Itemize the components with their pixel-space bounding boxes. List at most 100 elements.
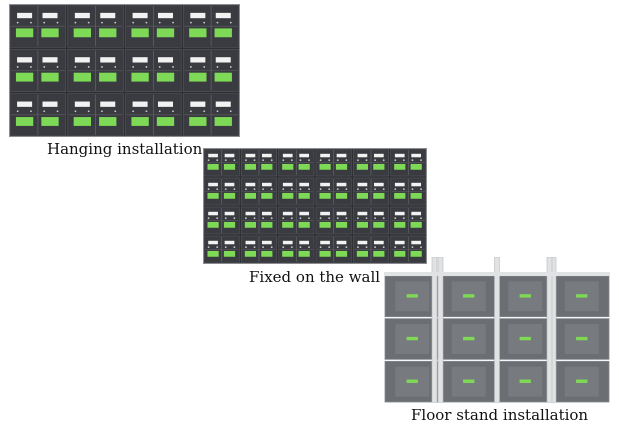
cabinet-label: [336, 182, 347, 187]
screw-dot: [224, 188, 227, 191]
screw-dot: [233, 217, 236, 220]
screw-dot: [245, 217, 247, 220]
power-module: [244, 250, 257, 257]
screw-dot: [270, 246, 273, 249]
cabinet-label: [100, 57, 116, 63]
screw-dot: [16, 66, 19, 68]
power-module: [131, 72, 149, 82]
power-module: [335, 192, 348, 199]
screw-dot: [282, 188, 285, 191]
screw-dot: [253, 246, 256, 249]
power-module: [261, 163, 273, 170]
power-module: [189, 117, 207, 126]
screw-dot: [229, 110, 232, 113]
led-cabinet-array-hanging-icon: [9, 4, 240, 137]
screw-dot: [394, 217, 397, 220]
cabinet-label: [17, 101, 33, 107]
screw-dot: [203, 110, 206, 113]
screw-dot: [299, 159, 302, 162]
screw-dot: [216, 188, 219, 191]
screw-dot: [245, 159, 247, 162]
screw-dot: [328, 159, 331, 162]
screw-dot: [357, 159, 359, 162]
cabinet-label: [320, 182, 330, 187]
status-light: [463, 294, 475, 298]
screw-dot: [290, 159, 293, 162]
cabinet-label: [357, 211, 368, 216]
power-module: [99, 117, 117, 126]
cabinet-label: [42, 101, 58, 107]
power-module: [73, 117, 92, 126]
cabinet-label: [208, 182, 218, 187]
screw-dot: [101, 110, 103, 113]
power-module: [73, 28, 92, 38]
screw-dot: [308, 159, 310, 162]
power-module: [41, 117, 59, 126]
cabinet-label: [17, 12, 33, 19]
power-module: [207, 250, 219, 257]
power-module: [335, 221, 348, 228]
screw-dot: [87, 110, 90, 113]
screw-dot: [207, 159, 210, 162]
status-light: [576, 336, 588, 341]
power-module: [394, 192, 406, 199]
screw-dot: [74, 110, 77, 113]
cabinet-label: [100, 12, 116, 19]
screw-dot: [357, 217, 359, 220]
screw-dot: [402, 217, 405, 220]
cabinet-label: [261, 182, 272, 187]
status-light: [406, 336, 418, 341]
cabinet-label: [132, 12, 148, 19]
power-module: [410, 221, 422, 228]
cabinet-label: [336, 153, 347, 158]
power-module: [319, 250, 331, 257]
screw-dot: [382, 159, 385, 162]
status-light: [406, 294, 418, 298]
screw-dot: [290, 217, 293, 220]
cabinet-label: [282, 211, 293, 216]
screw-dot: [207, 246, 210, 249]
cabinet-label: [190, 101, 206, 107]
cabinet-label: [157, 12, 174, 19]
stand-post: [431, 257, 438, 403]
screw-dot: [420, 246, 422, 249]
power-module: [207, 163, 219, 170]
screw-dot: [394, 188, 397, 191]
screw-dot: [345, 246, 348, 249]
cabinet-label: [74, 12, 90, 19]
screw-dot: [420, 188, 422, 191]
screw-dot: [101, 66, 103, 68]
cabinet-label: [394, 153, 405, 158]
cabinet-label: [100, 101, 116, 107]
caption-hanging-installation: Hanging installation: [47, 140, 203, 158]
screw-dot: [216, 246, 219, 249]
power-module: [189, 28, 207, 38]
screw-dot: [245, 246, 247, 249]
screw-dot: [245, 188, 247, 191]
screw-dot: [190, 66, 192, 68]
screw-dot: [145, 66, 148, 68]
screw-dot: [43, 21, 46, 24]
screw-dot: [365, 246, 368, 249]
screw-dot: [382, 217, 385, 220]
cabinet-label: [357, 153, 368, 158]
cabinet-label: [224, 240, 235, 245]
power-module: [410, 163, 422, 170]
screw-dot: [382, 188, 385, 191]
power-module: [223, 192, 236, 199]
power-module: [282, 163, 294, 170]
screw-dot: [290, 246, 293, 249]
screw-dot: [357, 246, 359, 249]
hanging-installation-image: [9, 4, 240, 137]
cabinet-label: [373, 240, 384, 245]
power-module: [282, 250, 294, 257]
screw-dot: [328, 246, 331, 249]
screw-dot: [402, 246, 405, 249]
screw-dot: [233, 159, 236, 162]
power-module: [15, 28, 34, 38]
cabinet-label: [357, 240, 368, 245]
cabinet-label: [190, 12, 206, 19]
screw-dot: [308, 246, 310, 249]
screw-dot: [411, 217, 414, 220]
cabinet-label: [42, 57, 58, 63]
